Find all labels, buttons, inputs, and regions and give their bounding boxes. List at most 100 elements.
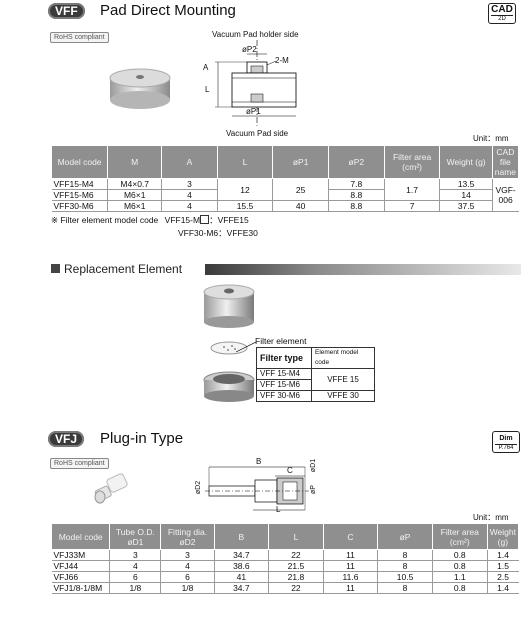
section-gradient-bar [205, 264, 521, 275]
table-cell: 37.5 [439, 200, 493, 212]
square-icon [51, 264, 60, 273]
table-cell: 4 [161, 189, 218, 201]
vff-badge: VFF [48, 3, 85, 19]
table-cell: 7 [383, 200, 441, 212]
vff-m-label: 2-M [275, 56, 289, 65]
vff-note-label: ※ Filter element model code [51, 215, 159, 225]
table-cell: 25 [272, 178, 329, 201]
vff-cad-sub: 2D [491, 15, 513, 22]
table-cell: 8 [377, 560, 433, 572]
vff-th-a: A [161, 145, 218, 179]
vff-bottom-label: Vacuum Pad side [226, 129, 289, 138]
table-row: VFF30-M6 M6×1 4 15.5 40 8.8 7 37.5 [51, 200, 519, 212]
table-cell: VFJ44 [51, 560, 111, 572]
vff-th-m: M [107, 145, 163, 179]
vfj-drawing [205, 466, 309, 511]
vff-note-model: VFF15-M [164, 215, 201, 225]
vff-drawing [215, 40, 297, 126]
table-cell: 15.5 [216, 200, 274, 212]
ft-header-type: Filter type [256, 347, 312, 369]
vff-note: ※ Filter element model code VFF15-M ：VFFE… [51, 214, 249, 226]
table-cell: 22 [268, 549, 324, 561]
vff-note-value: ：VFFE15 [209, 215, 249, 225]
table-cell: 14 [439, 189, 493, 201]
table-row: VFF 15-M4 VFFE 15 [256, 368, 375, 391]
vfj-unit: Unit：mm [473, 513, 509, 522]
vfj-th-p: øP [377, 523, 433, 550]
table-cell: 0.8 [431, 549, 488, 561]
table-cell: VFF 30-M6 [256, 390, 312, 402]
table-cell: 22 [268, 582, 324, 594]
vfj-th-c: C [322, 523, 379, 550]
vff-cad-main: CAD [491, 4, 513, 15]
table-cell: 3 [109, 549, 162, 561]
replacement-heading: Replacement Element [51, 262, 182, 276]
vfj-title: Plug-in Type [100, 430, 184, 447]
table-cell: 8.8 [328, 189, 385, 201]
table-cell: 11 [322, 549, 379, 561]
vff-rohs-badge: RoHS compliant [50, 32, 109, 43]
table-cell: VFF 15-M4 [256, 368, 312, 380]
vff-unit: Unit：mm [473, 134, 509, 143]
vff-spec-table: Model code M A L øP1 øP2 Filter area (cm… [50, 145, 520, 212]
table-cell: 10.5 [377, 571, 433, 583]
table-cell: 8 [377, 549, 433, 561]
checkbox-icon [200, 215, 210, 224]
table-cell: VFF30-M6 [51, 200, 109, 212]
vfj-dim-badge[interactable]: Dim P.764 [492, 431, 520, 453]
table-cell: 1.5 [486, 560, 519, 572]
table-cell: 12 [216, 178, 274, 201]
table-cell: VFJ66 [51, 571, 111, 583]
table-cell: M4×0.7 [107, 178, 163, 190]
table-cell: 1.4 [486, 549, 519, 561]
table-cell: 1.7 [383, 178, 441, 201]
table-cell: 40 [272, 200, 329, 212]
vff-th-model: Model code [50, 145, 109, 179]
vfj-product-photo [94, 473, 128, 504]
replacement-exploded-view [203, 284, 255, 402]
vfj-dim-main: Dim [499, 435, 513, 442]
table-cell: 4 [160, 560, 215, 572]
vfj-spec-table: Model code Tube O.D. øD1 Fitting dia. øD… [50, 523, 520, 594]
vfj-badge: VFJ [48, 431, 85, 447]
filter-element-label: Filter element [255, 336, 307, 346]
table-cell: VGF-006 [491, 178, 519, 212]
leader-line [236, 341, 257, 353]
vff-th-p2: øP2 [328, 145, 385, 179]
vfj-th-weight: Weight (g) [486, 523, 520, 550]
vff-cad-badge[interactable]: CAD 2D [488, 3, 516, 24]
table-cell: VFF15-M6 [51, 189, 109, 201]
table-cell: 1/8 [109, 582, 162, 594]
table-cell: 34.7 [213, 549, 270, 561]
table-cell: 4 [109, 560, 162, 572]
table-cell: 38.6 [213, 560, 270, 572]
vfj-c-label: C [287, 466, 293, 475]
vff-th-p1: øP1 [272, 145, 329, 179]
table-cell: 4 [161, 200, 218, 212]
table-cell: 11 [322, 582, 379, 594]
table-cell: 13.5 [439, 178, 493, 190]
table-cell: 7.8 [328, 178, 385, 190]
vff-a-label: A [203, 63, 209, 72]
table-cell: 2.5 [486, 571, 519, 583]
table-cell: 11 [322, 560, 379, 572]
vff-th-filter-area: Filter area (cm²) [383, 145, 441, 179]
vff-th-cad: CAD file name [491, 145, 520, 179]
vff-top-label: Vacuum Pad holder side [212, 30, 299, 39]
ft-header-code: Element model code [311, 347, 375, 369]
vff-l-label: L [205, 85, 210, 94]
table-cell: 21.8 [268, 571, 324, 583]
vfj-b-label: B [256, 457, 262, 466]
vff-title: Pad Direct Mounting [100, 2, 236, 19]
table-cell: VFFE 15 [311, 368, 375, 391]
vfj-th-model: Model code [50, 523, 111, 550]
table-cell: 8.8 [328, 200, 385, 212]
table-cell: 0.8 [431, 582, 488, 594]
vfj-d2-label: øD2 [195, 480, 203, 495]
table-cell: 3 [161, 178, 218, 190]
vfj-l-label: L [276, 505, 281, 514]
table-cell: VFJ1/8-1/8M [51, 582, 111, 594]
